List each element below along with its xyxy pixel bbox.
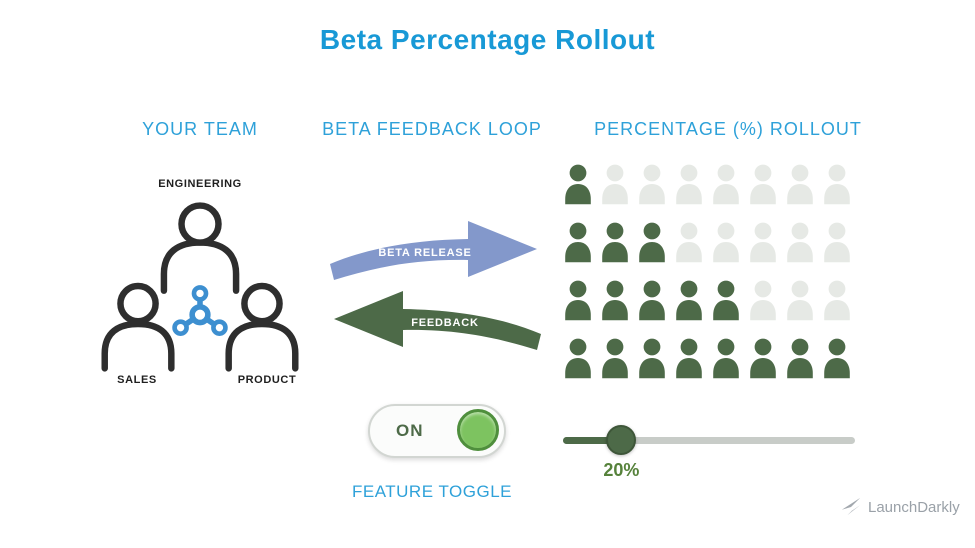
page-title: Beta Percentage Rollout: [319, 24, 656, 55]
person-icon-active: [822, 337, 852, 379]
person-outline-sales-icon: [101, 282, 175, 372]
feedback-arrow: FEEDBACK: [334, 291, 541, 350]
launchdarkly-logo-text: LaunchDarkly: [868, 498, 960, 516]
person-outline-engineering-icon: [160, 202, 240, 294]
role-label-sales: SALES: [117, 374, 157, 386]
person-icon-active: [637, 279, 667, 321]
role-label-product: PRODUCT: [237, 374, 297, 386]
beta-release-arrow: BETA RELEASE: [330, 221, 537, 280]
toggle-knob[interactable]: [457, 409, 499, 451]
person-icon-active: [563, 337, 593, 379]
person-icon-inactive: [637, 163, 667, 205]
person-icon-active: [637, 221, 667, 263]
person-row: [563, 337, 852, 379]
person-icon-active: [600, 221, 630, 263]
person-icon-active: [637, 337, 667, 379]
slider-track: [563, 437, 855, 444]
person-icon-active: [748, 337, 778, 379]
person-row: [563, 279, 852, 321]
feature-toggle-caption: FEATURE TOGGLE: [351, 482, 513, 501]
slider-handle[interactable]: [606, 425, 637, 455]
toggle-switch[interactable]: ON: [368, 404, 506, 458]
person-icon-inactive: [822, 163, 852, 205]
slider-fill: [563, 437, 622, 444]
person-icon-inactive: [674, 221, 704, 263]
person-icon-active: [563, 221, 593, 263]
person-icon-inactive: [711, 221, 741, 263]
feedback-label: FEEDBACK: [411, 317, 479, 329]
launchdarkly-logo: LaunchDarkly: [840, 496, 960, 518]
person-icon-inactive: [748, 163, 778, 205]
person-icon-inactive: [748, 279, 778, 321]
person-icon-inactive: [822, 221, 852, 263]
person-icon-inactive: [785, 279, 815, 321]
person-row: [563, 163, 852, 205]
team-diagram: ENGINEERING: [85, 160, 315, 405]
rollout-grid: [563, 163, 852, 379]
person-icon-active: [563, 279, 593, 321]
person-icon-active: [674, 337, 704, 379]
person-icon-active: [563, 163, 593, 205]
slider-value: 20%: [603, 460, 640, 480]
beta-release-label: BETA RELEASE: [378, 247, 471, 259]
person-row: [563, 221, 852, 263]
role-label-engineering: ENGINEERING: [158, 178, 242, 190]
person-icon-inactive: [748, 221, 778, 263]
rollout-column-heading: PERCENTAGE (%) ROLLOUT: [594, 119, 862, 139]
rollout-slider: 20%: [563, 424, 855, 484]
person-icon-active: [785, 337, 815, 379]
person-icon-inactive: [822, 279, 852, 321]
person-icon-active: [711, 279, 741, 321]
person-icon-active: [711, 337, 741, 379]
person-icon-active: [600, 279, 630, 321]
person-icon-inactive: [785, 221, 815, 263]
person-icon-inactive: [711, 163, 741, 205]
feedback-loop-column-heading: BETA FEEDBACK LOOP: [322, 119, 542, 139]
person-icon-inactive: [785, 163, 815, 205]
person-icon-active: [674, 279, 704, 321]
person-icon-inactive: [674, 163, 704, 205]
person-outline-product-icon: [225, 282, 299, 372]
toggle-state-label: ON: [396, 421, 424, 440]
team-hub-connector-icon: [172, 285, 228, 336]
person-icon-active: [600, 337, 630, 379]
team-column-heading: YOUR TEAM: [142, 119, 258, 139]
launchdarkly-logo-icon: [841, 497, 861, 516]
person-icon-inactive: [600, 163, 630, 205]
team-network-graphic: [101, 202, 299, 372]
